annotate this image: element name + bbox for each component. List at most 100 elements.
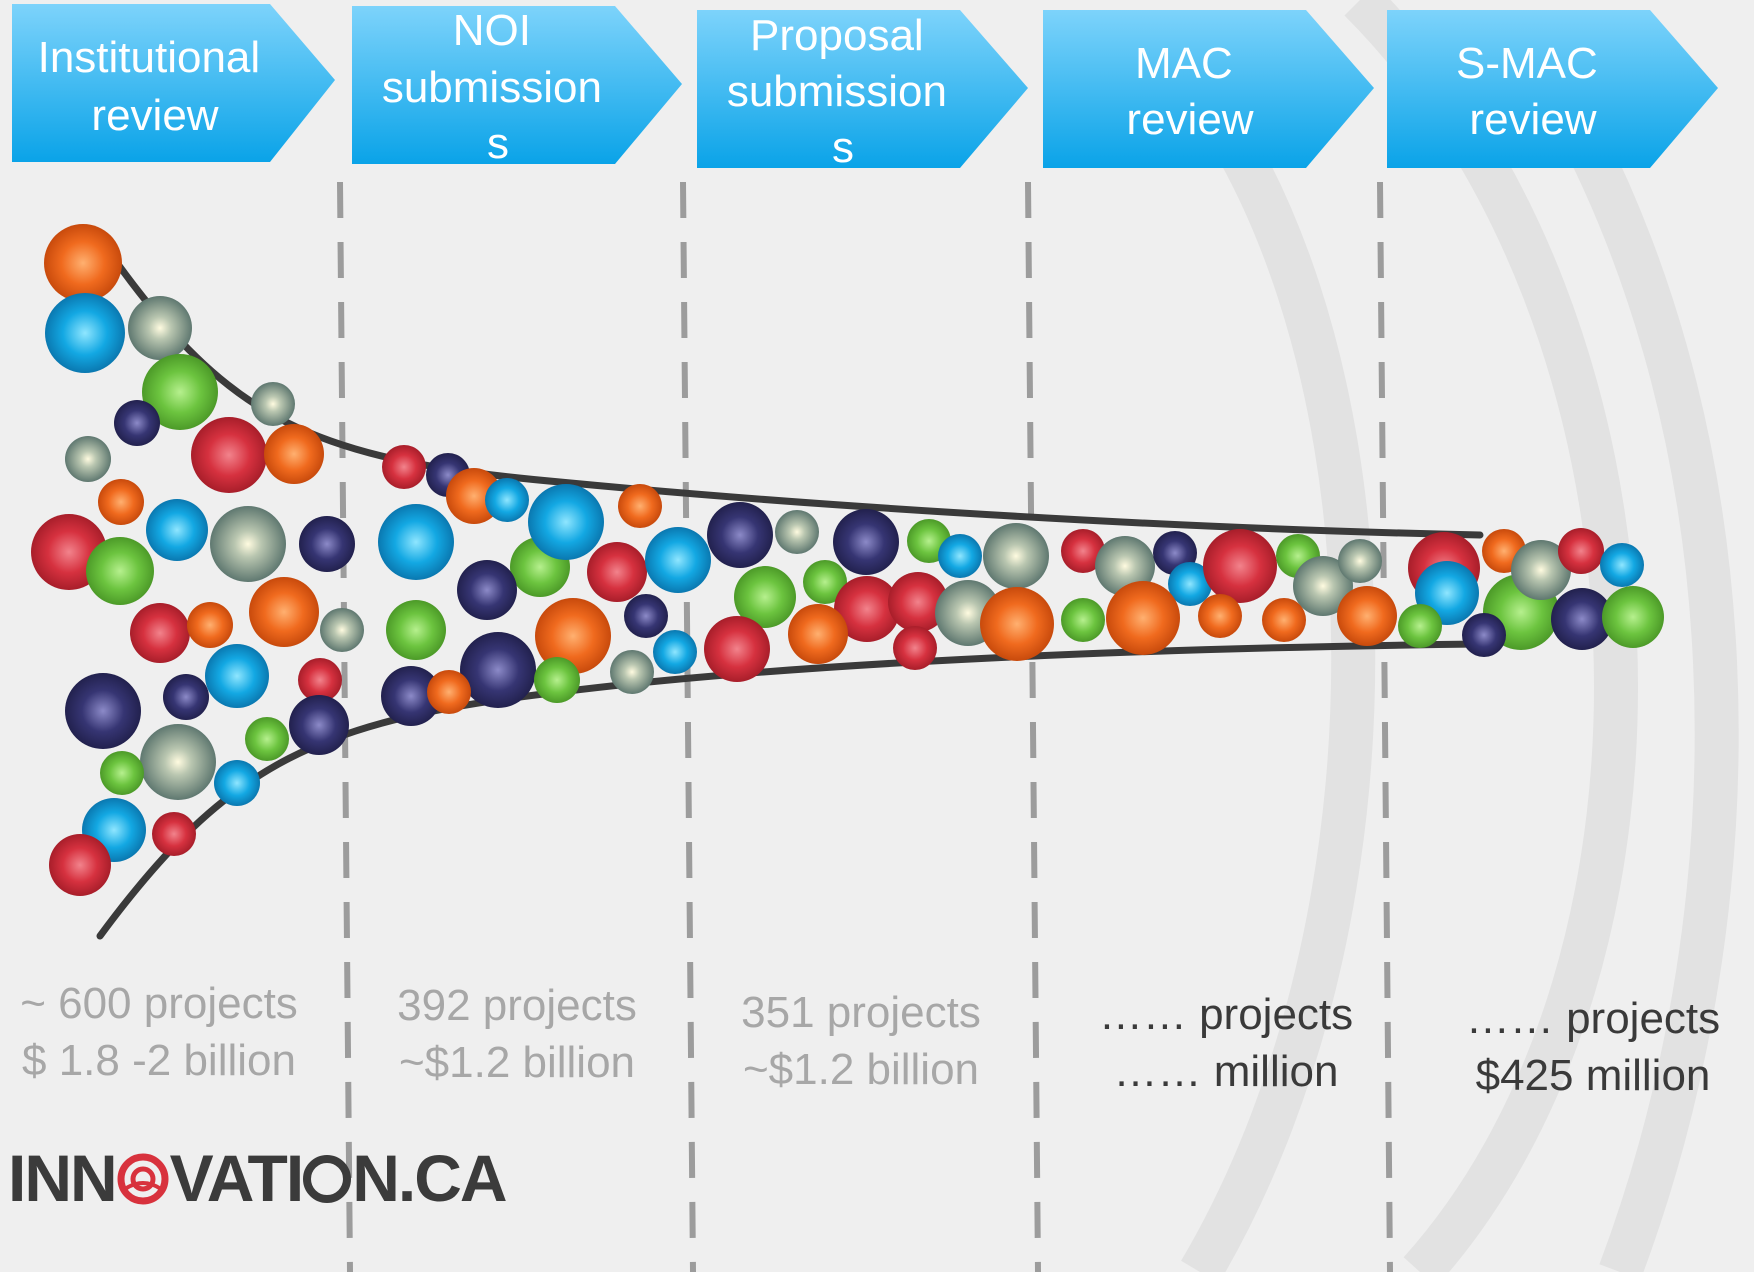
stage-4-line-2: review — [1126, 95, 1253, 144]
stage-2-line-1: NOI — [453, 6, 531, 55]
ball — [1551, 588, 1613, 650]
logo-text-part-1: INN — [8, 1141, 118, 1215]
ball — [249, 577, 319, 647]
ball — [130, 603, 190, 663]
svg-text:Institutional review: Institutional review — [38, 33, 273, 140]
stat-1-projects: ~ 600 projects — [20, 979, 298, 1028]
ball — [1262, 598, 1306, 642]
ball — [65, 673, 141, 749]
innovation-ca-logo: INN VATI N.CA — [8, 1140, 508, 1216]
ball — [1462, 613, 1506, 657]
ball — [298, 658, 342, 702]
ball — [938, 534, 982, 578]
svg-text:Proposal submission: Proposal submission s — [727, 11, 959, 172]
ball — [587, 542, 647, 602]
ball — [1168, 562, 1212, 606]
ball — [775, 510, 819, 554]
ball — [1061, 598, 1105, 642]
ball — [980, 587, 1054, 661]
ball — [427, 670, 471, 714]
ball — [803, 560, 847, 604]
stage-5-line-2: review — [1469, 95, 1596, 144]
ball — [381, 666, 441, 726]
ball — [163, 674, 209, 720]
stage-3-line-2: submission — [727, 67, 947, 116]
ball — [44, 224, 122, 302]
ball — [1558, 528, 1604, 574]
ball — [485, 478, 529, 522]
ball — [320, 608, 364, 652]
ball — [1600, 543, 1644, 587]
stat-4-projects: …… projects — [1098, 990, 1354, 1039]
stage-4-line-1: MAC — [1135, 39, 1233, 88]
ball — [86, 537, 154, 605]
stage-5-line-1: S-MAC — [1456, 39, 1598, 88]
ball — [618, 484, 662, 528]
ball — [653, 630, 697, 674]
ball — [460, 632, 536, 708]
ball — [1337, 586, 1397, 646]
divider-3 — [1025, 181, 1041, 1272]
ball — [1106, 581, 1180, 655]
logo-o-target-icon — [117, 1153, 169, 1205]
stat-stage-3: 351 projects ~$1.2 billion — [706, 984, 1016, 1098]
ball — [205, 644, 269, 708]
ball — [382, 445, 426, 489]
stat-stage-5: …… projects $425 million — [1438, 990, 1748, 1104]
logo-text-part-2: VATI — [169, 1141, 305, 1215]
stage-arrow-1: Institutional review — [12, 4, 335, 162]
stage-arrows: Institutional review NOI submission s Pr… — [12, 4, 1718, 172]
stage-1-line-1: Institutional — [38, 33, 261, 82]
stat-3-amount: ~$1.2 billion — [742, 1045, 980, 1094]
logo-o-target-icon-2 — [303, 1155, 352, 1203]
ball — [704, 616, 770, 682]
ball — [610, 650, 654, 694]
ball — [114, 400, 160, 446]
stat-5-projects: …… projects — [1465, 994, 1721, 1043]
stat-5-amount: $425 million — [1475, 1051, 1711, 1100]
funnel-top-line — [108, 252, 1484, 539]
divider-4 — [1377, 181, 1393, 1272]
stage-2-line-3: s — [487, 119, 509, 168]
stage-arrow-3: Proposal submission s — [697, 10, 1028, 172]
ball — [142, 354, 218, 430]
ball — [1338, 539, 1382, 583]
divider-2 — [680, 181, 696, 1272]
ball — [152, 812, 196, 856]
svg-text:MAC review: MAC review — [1126, 39, 1253, 144]
ball — [834, 576, 900, 642]
stat-stage-1: ~ 600 projects $ 1.8 -2 billion — [4, 975, 314, 1089]
ball — [128, 296, 192, 360]
ball — [1061, 529, 1105, 573]
ball — [528, 484, 604, 560]
svg-text:NOI submission: NOI submission s — [382, 6, 614, 168]
ball — [187, 602, 233, 648]
stat-1-amount: $ 1.8 -2 billion — [22, 1036, 296, 1085]
ball — [734, 566, 796, 628]
ball — [788, 604, 848, 664]
stat-3-projects: 351 projects — [741, 988, 981, 1037]
ball — [146, 499, 208, 561]
ball — [645, 527, 711, 593]
ball — [100, 751, 144, 795]
stage-3-line-3: s — [832, 123, 854, 172]
ball — [378, 504, 454, 580]
ball — [1398, 604, 1442, 648]
ball — [707, 502, 773, 568]
ball — [264, 424, 324, 484]
ball — [49, 834, 111, 896]
ball — [1095, 536, 1155, 596]
ball — [535, 598, 611, 674]
ball — [191, 417, 267, 493]
ball — [1602, 586, 1664, 648]
ball — [65, 436, 111, 482]
ball — [1511, 540, 1571, 600]
project-balls — [31, 224, 1664, 896]
ball — [833, 509, 899, 575]
ball — [245, 717, 289, 761]
ball — [888, 572, 948, 632]
svg-text:S-MAC review: S-MAC review — [1456, 39, 1610, 144]
stat-stage-2: 392 projects ~$1.2 billion — [362, 977, 672, 1091]
ball — [210, 506, 286, 582]
